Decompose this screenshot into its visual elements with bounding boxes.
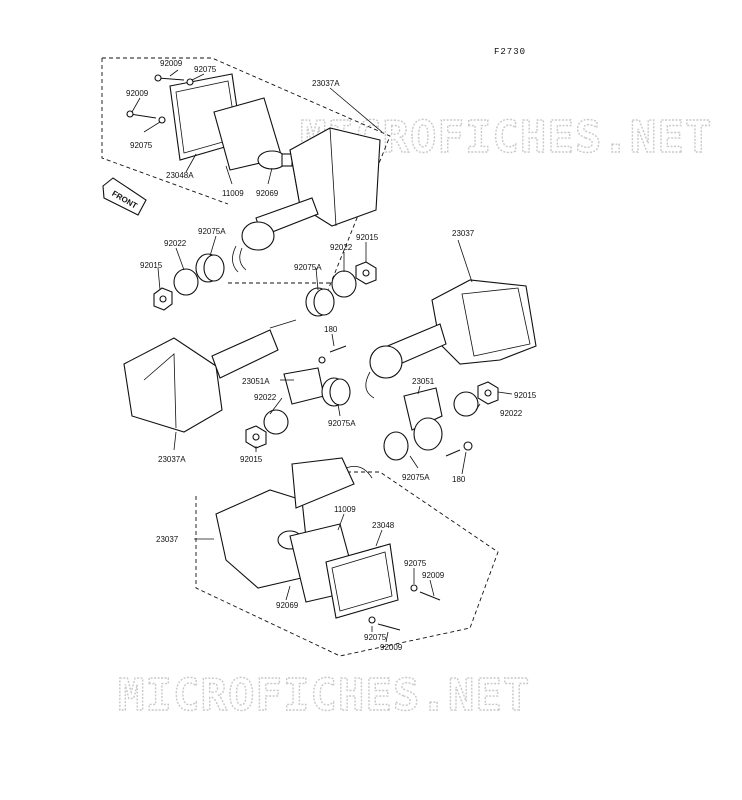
washer-92022-left	[173, 268, 199, 296]
grommet-92075A-lower	[321, 377, 351, 407]
housing-23037-right	[365, 279, 537, 399]
label-92075-d: 92075	[364, 633, 387, 642]
washer-92022-mid	[331, 270, 357, 298]
label-92075-c: 92075	[404, 559, 427, 568]
lens-23048	[325, 543, 399, 619]
label-11009-top: 11009	[222, 189, 244, 198]
nut-92015-bottom	[245, 425, 267, 449]
label-92022-right: 92022	[500, 409, 523, 418]
label-92015-mid: 92015	[356, 233, 379, 242]
screw-92009-c	[410, 584, 441, 601]
label-92075A-mid: 92075A	[294, 263, 322, 272]
bracket-23051A	[283, 367, 325, 405]
washer-92022-right	[453, 391, 479, 417]
label-92069-top: 92069	[256, 189, 279, 198]
label-92015-right: 92015	[514, 391, 537, 400]
label-92022-mid: 92022	[330, 243, 353, 252]
label-11009-bottom: 11009	[334, 505, 356, 514]
housing-23037A-left	[123, 319, 297, 433]
label-23037A-left: 23037A	[158, 455, 186, 464]
label-23037A-top: 23037A	[312, 79, 340, 88]
label-23037-right: 23037	[452, 229, 475, 238]
label-92075A-left: 92075A	[198, 227, 226, 236]
nut-92015-left	[153, 287, 173, 311]
label-92075A-lower: 92075A	[328, 419, 356, 428]
washer-92022-lower	[263, 409, 289, 435]
label-180-upper: 180	[324, 325, 338, 334]
label-92022-lower: 92022	[254, 393, 277, 402]
label-23048: 23048	[372, 521, 395, 530]
label-92009-b: 92009	[126, 89, 149, 98]
leader-lines	[131, 69, 513, 643]
bolt-180-lower	[445, 441, 473, 457]
housing-23037-bottom	[215, 457, 373, 589]
stem-top	[232, 197, 319, 273]
watermark-bottom: MICROFICHES.NET	[118, 670, 530, 721]
label-92022-left: 92022	[164, 239, 187, 248]
screw-92009-a	[154, 74, 194, 86]
label-92069-bottom: 92069	[276, 601, 299, 610]
bolt-180-upper	[318, 345, 347, 364]
bulb-92069-top	[257, 150, 293, 170]
grommet-92075A-left	[195, 253, 225, 283]
bottom-assembly-frame	[195, 471, 499, 657]
figure-code: F2730	[494, 47, 526, 57]
label-23051: 23051	[412, 377, 435, 386]
label-92075-a: 92075	[194, 65, 217, 74]
label-92009-c: 92009	[422, 571, 445, 580]
label-92075A-bottom: 92075A	[402, 473, 430, 482]
label-180-lower: 180	[452, 475, 466, 484]
grommet-92075A-mid	[305, 287, 335, 317]
label-92015-left: 92015	[140, 261, 163, 270]
label-92009-a: 92009	[160, 59, 183, 68]
screw-92009-b	[126, 110, 166, 124]
screw-92009-d	[368, 616, 401, 631]
label-23037-bottom: 23037	[156, 535, 179, 544]
label-23048A: 23048A	[166, 171, 194, 180]
grommet-92075A-bottom	[383, 417, 443, 461]
label-92015-bottom: 92015	[240, 455, 263, 464]
label-92009-d: 92009	[380, 643, 403, 652]
nut-92015-right	[477, 381, 499, 405]
front-arrow-icon: FRONT	[102, 177, 147, 216]
label-23051A: 23051A	[242, 377, 270, 386]
nut-92015-mid	[355, 261, 377, 285]
label-92075-b: 92075	[130, 141, 153, 150]
